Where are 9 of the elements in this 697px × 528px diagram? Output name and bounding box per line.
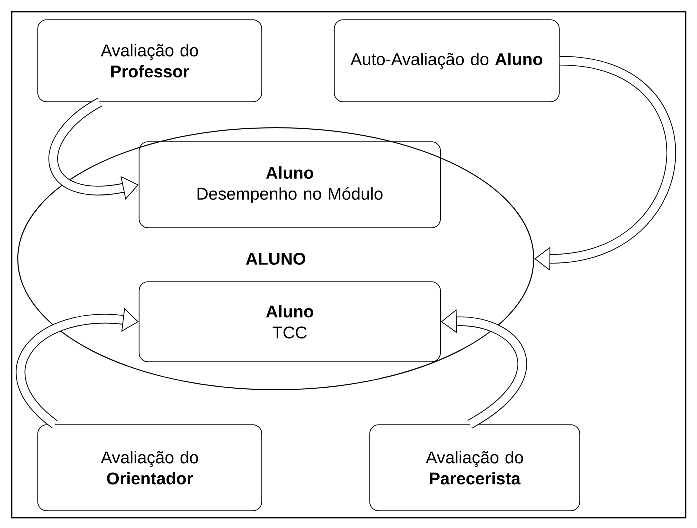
rounded-box: Avaliação do Professor <box>38 20 262 102</box>
rounded-box: Aluno Desempenho no Módulo <box>138 142 442 228</box>
rounded-box: Avaliação do Parecerista <box>370 424 580 512</box>
rounded-box: Auto-Avaliação do Aluno <box>334 20 560 102</box>
hollow-arrow <box>441 310 528 429</box>
rounded-box: Avaliação do Orientador <box>38 424 262 512</box>
hollow-arrow <box>16 308 139 428</box>
rounded-box: Aluno TCC <box>138 282 442 362</box>
hollow-arrow <box>534 56 676 272</box>
